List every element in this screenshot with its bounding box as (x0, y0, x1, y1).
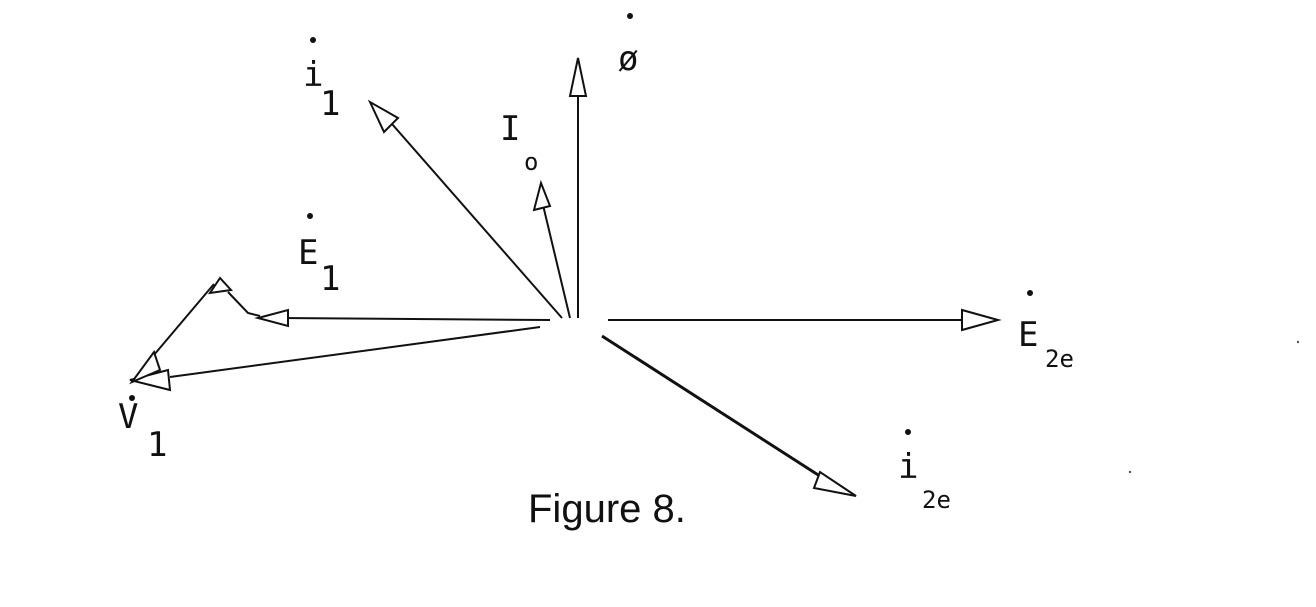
vector-io (532, 179, 571, 319)
vector-v1 (129, 326, 541, 392)
svg-text:i: i (303, 55, 323, 95)
svg-text:o: o (524, 148, 538, 176)
svg-text:E: E (298, 233, 318, 273)
vector-i2e (601, 334, 857, 497)
label-i1: i 1 (303, 37, 340, 124)
label-e2e: E 2e (1018, 290, 1074, 373)
svg-text:ø: ø (618, 39, 638, 79)
label-v1: V 1 (118, 395, 167, 465)
vector-connector (129, 276, 261, 385)
scan-speck (1296, 340, 1300, 344)
svg-text:2e: 2e (922, 486, 951, 514)
svg-text:1: 1 (320, 259, 340, 299)
scan-speck (1128, 470, 1132, 474)
label-i2e: i 2e (898, 429, 951, 514)
vector-i1 (367, 99, 563, 319)
vector-e2e (608, 308, 1002, 332)
label-e1: E 1 (298, 213, 340, 299)
vector-phi (568, 57, 588, 318)
svg-text:I: I (500, 109, 520, 149)
svg-text:1: 1 (147, 425, 167, 465)
svg-text:i: i (898, 447, 918, 487)
svg-text:E: E (1018, 315, 1038, 355)
vector-e1 (254, 308, 551, 328)
label-phi: ø (618, 13, 638, 79)
label-io: I o (500, 109, 538, 176)
figure-caption: Figure 8. (528, 487, 686, 531)
svg-text:2e: 2e (1045, 345, 1074, 373)
svg-text:V: V (118, 397, 138, 437)
svg-text:1: 1 (320, 84, 340, 124)
